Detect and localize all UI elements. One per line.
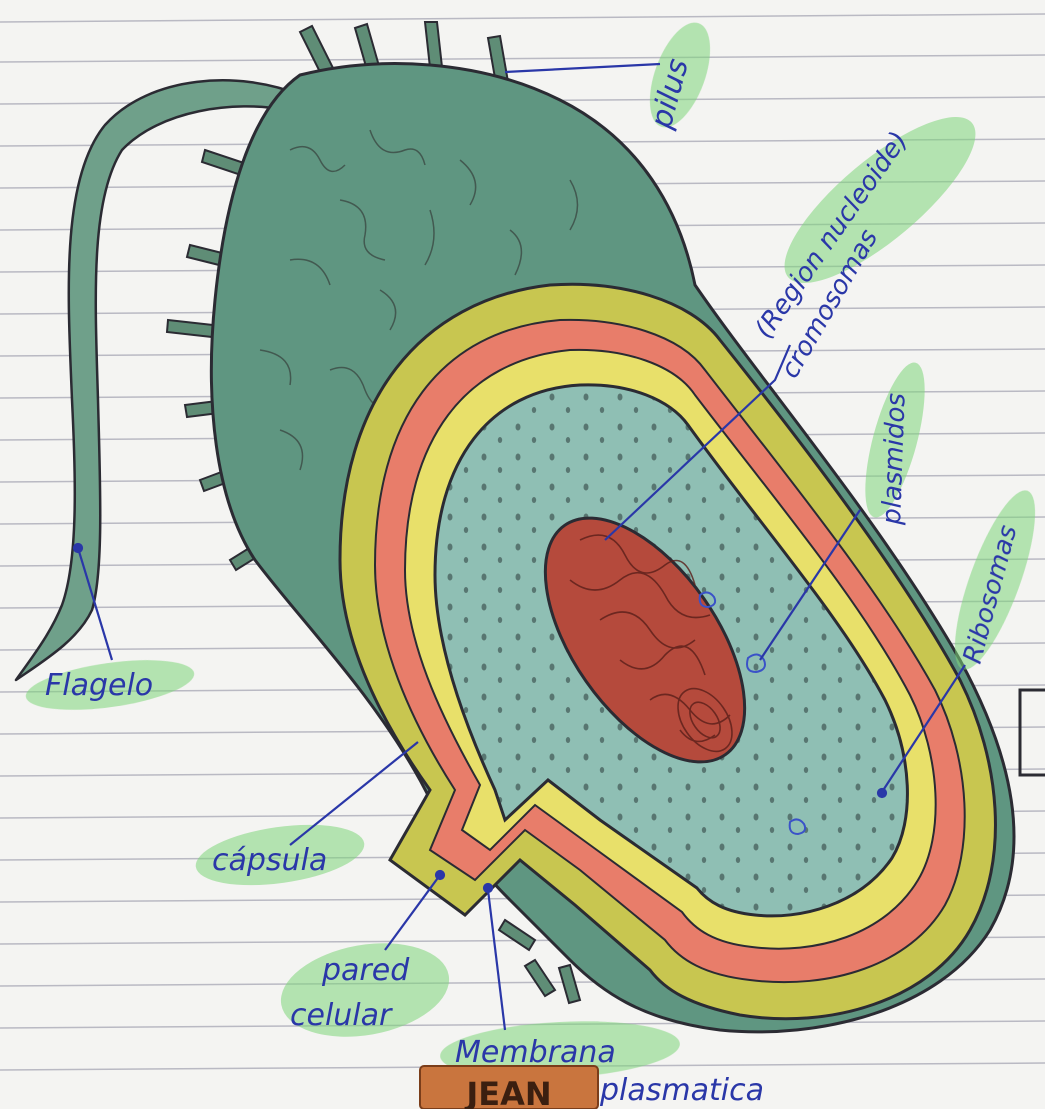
label-plasmatica: plasmatica: [599, 1073, 764, 1108]
label-celular: celular: [290, 998, 393, 1033]
label-membrana: Membrana: [455, 1035, 616, 1070]
stamp-text: JEAN: [464, 1075, 551, 1109]
name-stamp: JEAN: [420, 1066, 598, 1109]
label-capsula: cápsula: [212, 843, 327, 878]
label-plasmidos: plasmidos: [877, 393, 912, 527]
label-flagelo: Flagelo: [45, 668, 153, 703]
label-pared: pared: [321, 953, 410, 988]
